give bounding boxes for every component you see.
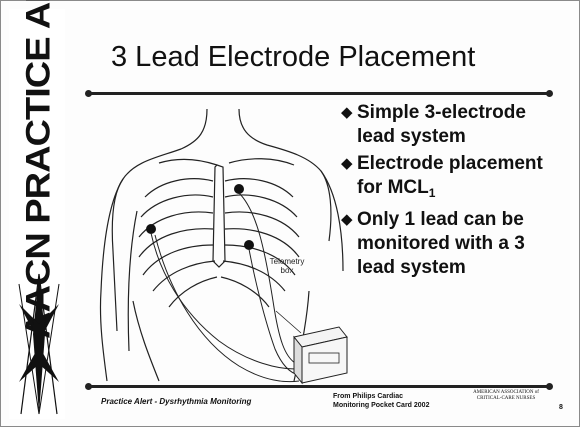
footer-org-logo: AMERICAN ASSOCIATION of CRITICAL-CARE NU… xyxy=(473,390,539,402)
divider-end-dot xyxy=(546,90,553,97)
footer-divider xyxy=(89,385,549,388)
divider-end-dot xyxy=(546,383,553,390)
divider-end-dot xyxy=(85,383,92,390)
bullet-text: Simple 3-electrode lead system xyxy=(357,101,566,149)
bullet-subscript: 1 xyxy=(429,186,436,200)
bullet-text: Electrode placement for MCL1 xyxy=(357,152,566,205)
page-number: 8 xyxy=(559,404,563,411)
list-item: ◆ Simple 3-electrode lead system xyxy=(341,101,566,149)
bullet-list: ◆ Simple 3-electrode lead system ◆ Elect… xyxy=(341,101,566,283)
divider-end-dot xyxy=(85,90,92,97)
footer-source-line: From Philips Cardiac xyxy=(333,392,429,401)
side-banner: AACN PRACTICE ALERT xyxy=(9,9,65,419)
footer-source-line: Monitoring Pocket Card 2002 xyxy=(333,401,429,410)
list-item: ◆ Electrode placement for MCL1 xyxy=(341,152,566,205)
footer-title: Practice Alert - Dysrhythmia Monitoring xyxy=(101,397,251,406)
title-divider xyxy=(89,92,549,95)
bullet-text: Only 1 lead can be monitored with a 3 le… xyxy=(357,208,566,280)
bullet-text-main: Electrode placement for MCL xyxy=(357,153,543,198)
diamond-bullet-icon: ◆ xyxy=(341,101,357,125)
list-item: ◆ Only 1 lead can be monitored with a 3 … xyxy=(341,208,566,280)
aacn-logo-icon xyxy=(15,264,63,424)
diamond-bullet-icon: ◆ xyxy=(341,152,357,176)
diamond-bullet-icon: ◆ xyxy=(341,208,357,232)
slide-title: 3 Lead Electrode Placement xyxy=(111,41,475,74)
footer-source: From Philips Cardiac Monitoring Pocket C… xyxy=(333,392,429,410)
telemetry-box-label: Telemetry box xyxy=(263,257,311,275)
torso-electrode-illustration xyxy=(89,101,349,386)
telemetry-box-icon xyxy=(276,311,347,383)
